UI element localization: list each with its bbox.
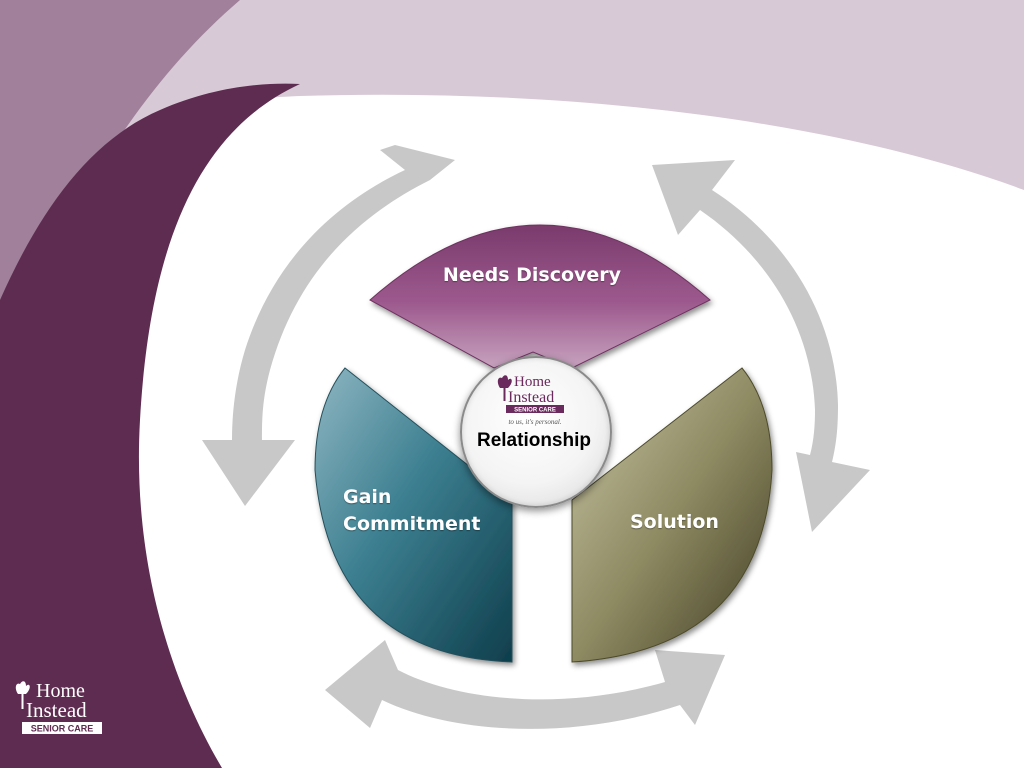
tulip-icon bbox=[15, 681, 30, 709]
home-instead-logo-center: Home Instead SENIOR CARE to us, it's per… bbox=[497, 374, 564, 426]
center-hub bbox=[460, 356, 612, 508]
logo-center-tagline: to us, it's personal. bbox=[508, 418, 561, 426]
logo-center-line3: SENIOR CARE bbox=[514, 408, 556, 414]
segment-label-gain-commitment: Gain Commitment bbox=[343, 486, 481, 535]
segment-label-solution: Solution bbox=[630, 511, 719, 533]
segment-needs-discovery bbox=[369, 224, 711, 369]
cycle-arrows bbox=[202, 145, 870, 729]
center-label-relationship: Relationship bbox=[476, 430, 591, 451]
diagram-segments bbox=[314, 224, 773, 663]
top-light-band bbox=[0, 0, 1024, 260]
segment-gain-commitment bbox=[314, 367, 513, 663]
logo-center-line2: Instead bbox=[508, 389, 554, 406]
arrow-bottom bbox=[325, 640, 725, 729]
mid-purple-sweep bbox=[0, 0, 240, 380]
logo-center-line1: Home bbox=[514, 374, 551, 390]
home-instead-logo-corner: Home Instead SENIOR CARE bbox=[15, 680, 102, 734]
left-dark-band bbox=[0, 83, 300, 768]
arrow-left bbox=[202, 145, 455, 506]
logo-corner-line1: Home bbox=[36, 680, 85, 702]
tulip-icon bbox=[497, 375, 512, 401]
segment-label-needs-discovery: Needs Discovery bbox=[442, 264, 622, 286]
segment-solution bbox=[571, 367, 773, 663]
logo-corner-line2: Instead bbox=[26, 698, 87, 722]
arrow-right bbox=[652, 160, 870, 532]
logo-corner-line3: SENIOR CARE bbox=[31, 724, 94, 734]
